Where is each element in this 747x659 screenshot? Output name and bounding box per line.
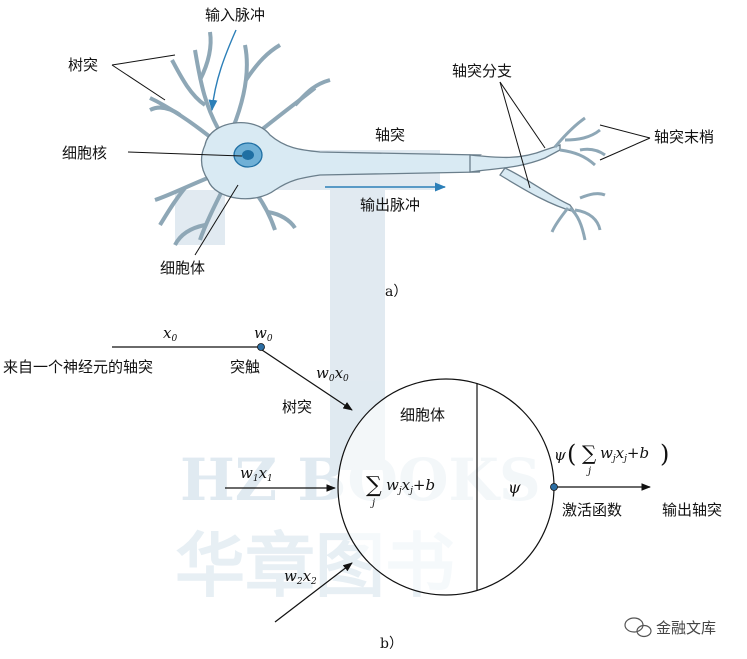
axon-terminals — [552, 118, 605, 240]
psi-sum-symbol: ∑ — [582, 441, 597, 465]
label-nucleus: 细胞核 — [62, 144, 107, 162]
nucleus-core — [242, 150, 254, 160]
axon-shape — [470, 145, 560, 172]
label-cell-body-bottom: 细胞体 — [400, 406, 445, 424]
label-dendrite-bottom: 树突 — [282, 398, 312, 416]
axon-branch-pointer-1 — [500, 82, 545, 148]
axon-terminal-pointer-1 — [600, 125, 650, 138]
wechat-icon — [625, 618, 651, 637]
wechat-source-badge: 金融文库 — [625, 618, 716, 637]
axon-terminal-pointer-2 — [600, 138, 650, 160]
label-axon-from-neuron: 来自一个神经元的轴突 — [3, 358, 153, 376]
caption-a: a） — [385, 284, 407, 300]
label-axon-branch: 轴突分支 — [452, 62, 512, 80]
dendrite-pointer-2 — [112, 65, 165, 100]
label-output-axon: 输出轴突 — [662, 501, 722, 519]
psi-paren-open: ( — [567, 440, 576, 468]
label-output-pulse: 输出脉冲 — [360, 196, 420, 214]
output-dot — [551, 484, 558, 491]
label-synapse: 突触 — [230, 358, 260, 376]
psi-out-symbol: ψ — [554, 446, 566, 464]
psi-paren-close: ) — [660, 440, 669, 468]
label-cell-body-top: 细胞体 — [160, 259, 205, 277]
psi-sum-index: j — [586, 466, 591, 477]
label-dendrite-top: 树突 — [68, 56, 98, 74]
math-activation-output: ψ ( ∑ j wjxj+b ) — [554, 440, 669, 477]
label-activation-function: 激活函数 — [562, 501, 622, 519]
math-psi-inner: ψ — [508, 478, 521, 497]
synapse-dot — [258, 344, 265, 351]
label-axon-top: 轴突 — [375, 126, 405, 144]
axon-lower-branch — [500, 168, 575, 212]
math-w0: w0 — [254, 324, 273, 344]
math-x0: x0 — [163, 324, 177, 344]
label-input-pulse: 输入脉冲 — [205, 6, 265, 24]
dendrite-pointer-1 — [112, 55, 175, 65]
sum-symbol: ∑ — [366, 473, 382, 498]
psi-sum-term: wjxj+b — [600, 444, 649, 464]
input-pulse-arrow — [212, 30, 236, 110]
label-axon-terminal: 轴突末梢 — [654, 128, 714, 146]
wechat-label: 金融文库 — [656, 619, 716, 637]
caption-b: b） — [380, 636, 403, 652]
